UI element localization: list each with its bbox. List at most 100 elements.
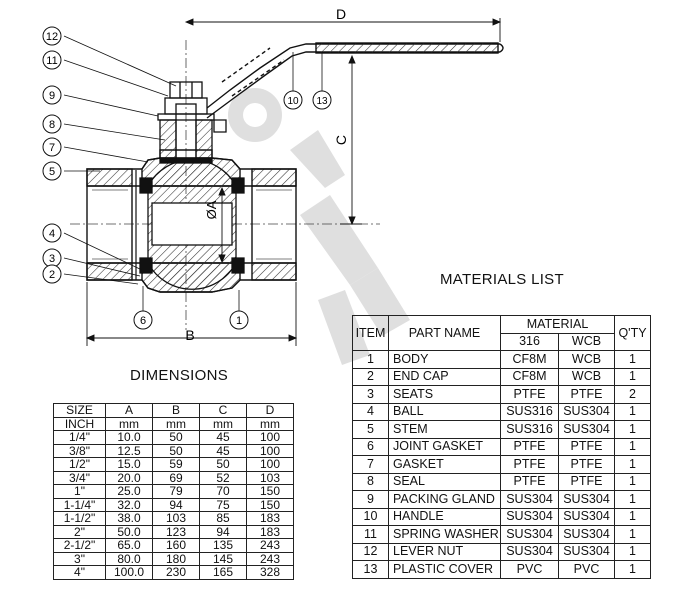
mat-part-name-cell: PACKING GLAND [388, 490, 501, 509]
mat-qty-cell: 1 [614, 420, 651, 439]
mat-item-cell: 8 [352, 472, 389, 491]
mat-item-cell: 3 [352, 385, 389, 404]
dim-size-cell: 3/4" [53, 470, 106, 485]
mat-316-cell: SUS304 [500, 490, 559, 509]
callout-9: 9 [42, 85, 62, 105]
callout-3: 3 [42, 248, 62, 268]
dim-value-cell: 123 [152, 524, 200, 539]
dimensions-header-row: SIZE A B C D [53, 403, 294, 418]
materials-title: MATERIALS LIST [440, 271, 564, 288]
mat-item-cell: 5 [352, 420, 389, 439]
mat-part-name-cell: END CAP [388, 367, 501, 386]
dim-unit-d: mm [246, 416, 294, 431]
callout-1: 1 [229, 310, 249, 330]
mat-316-cell: CF8M [500, 367, 559, 386]
svg-text:11: 11 [46, 55, 57, 67]
mat-wcb-cell: WCB [558, 367, 615, 386]
dim-value-cell: 50.0 [105, 524, 153, 539]
dim-size-cell: 1-1/2" [53, 511, 106, 526]
handle [206, 42, 504, 119]
mat-item-cell: 2 [352, 367, 389, 386]
mat-qty-cell: 1 [614, 542, 651, 561]
dim-size-cell: 4" [53, 565, 106, 580]
mat-wcb-cell: PTFE [558, 455, 615, 474]
mat-part-name-cell: GASKET [388, 455, 501, 474]
dim-value-cell: 15.0 [105, 457, 153, 472]
callout-12: 12 [42, 26, 62, 46]
mat-item-cell: 11 [352, 525, 389, 544]
mat-header-item: ITEM [352, 315, 389, 351]
mat-part-name-cell: BODY [388, 350, 501, 369]
mat-qty-cell: 1 [614, 507, 651, 526]
dim-header-a: A [105, 403, 153, 418]
mat-part-name-cell: LEVER NUT [388, 542, 501, 561]
mat-header-part-name: PART NAME [388, 315, 501, 351]
mat-316-cell: PVC [500, 560, 559, 579]
mat-item-cell: 7 [352, 455, 389, 474]
dim-header-c: C [199, 403, 247, 418]
dim-unit-c: mm [199, 416, 247, 431]
dim-value-cell: 32.0 [105, 497, 153, 512]
dim-size-cell: 1/4" [53, 430, 106, 445]
mat-qty-cell: 1 [614, 525, 651, 544]
dimension-label-a: ØA [204, 200, 219, 219]
dim-value-cell: 45 [199, 443, 247, 458]
leader-lines [63, 35, 323, 311]
mat-part-name-cell: STEM [388, 420, 501, 439]
mat-item-cell: 4 [352, 402, 389, 421]
stem-assembly [157, 81, 227, 164]
dim-unit-b: mm [152, 416, 200, 431]
dimension-lines [85, 18, 502, 346]
dim-value-cell: 100 [246, 457, 294, 472]
dim-value-cell: 69 [152, 470, 200, 485]
dim-size-cell: 3/8" [53, 443, 106, 458]
dim-value-cell: 150 [246, 484, 294, 499]
dim-unit-inch: INCH [53, 416, 106, 431]
mat-item-cell: 10 [352, 507, 389, 526]
mat-qty-cell: 2 [614, 385, 651, 404]
mat-316-cell: SUS304 [500, 525, 559, 544]
mat-qty-cell: 1 [614, 455, 651, 474]
mat-wcb-cell: SUS304 [558, 507, 615, 526]
dim-value-cell: 103 [152, 511, 200, 526]
mat-item-cell: 12 [352, 542, 389, 561]
dim-value-cell: 243 [246, 551, 294, 566]
dim-value-cell: 145 [199, 551, 247, 566]
dim-size-cell: 1/2" [53, 457, 106, 472]
dim-value-cell: 50 [152, 443, 200, 458]
svg-text:13: 13 [316, 96, 328, 107]
dim-value-cell: 59 [152, 457, 200, 472]
dim-value-cell: 180 [152, 551, 200, 566]
callout-5: 5 [42, 161, 62, 181]
svg-text:6: 6 [140, 315, 146, 327]
mat-wcb-cell: WCB [558, 350, 615, 369]
dim-header-d: D [246, 403, 294, 418]
dim-size-cell: 1" [53, 484, 106, 499]
mat-316-cell: PTFE [500, 385, 559, 404]
mat-wcb-cell: SUS304 [558, 420, 615, 439]
dimensions-units-row: INCH mm mm mm mm [53, 416, 294, 431]
mat-part-name-cell: JOINT GASKET [388, 437, 501, 456]
dim-value-cell: 165 [199, 565, 247, 580]
mat-qty-cell: 1 [614, 402, 651, 421]
mat-wcb-cell: SUS304 [558, 542, 615, 561]
svg-text:5: 5 [49, 166, 55, 178]
dim-size-cell: 1-1/4" [53, 497, 106, 512]
mat-header-wcb: WCB [558, 332, 615, 351]
